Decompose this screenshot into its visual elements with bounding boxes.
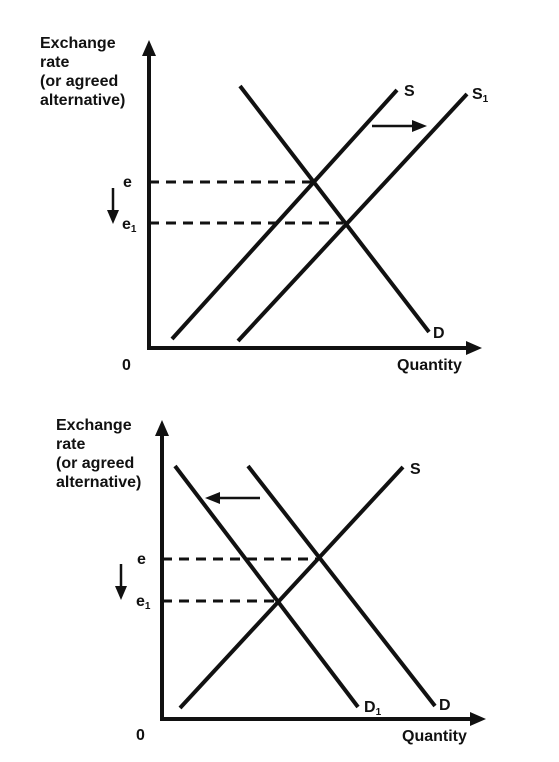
bottom-supply-curve-s [178, 465, 405, 710]
bottom-demand-label-d1-base: D [364, 699, 376, 716]
bottom-demand-label-d: D [439, 697, 451, 714]
top-supply-curve-s1 [236, 92, 469, 343]
top-y-axis-title-line-3: (or agreed [40, 73, 118, 90]
top-price-label-e1-base: e [122, 216, 131, 233]
top-supply-curve-s [170, 88, 399, 341]
bottom-demand-label-d1: D1 [364, 699, 382, 718]
top-y-axis-title-line-1: Exchange [40, 35, 116, 52]
bottom-price-label-e1-base: e [136, 593, 145, 610]
bottom-price-label-e: e [137, 551, 146, 568]
top-diagram: Exchange rate (or agreed alternative) 0 … [40, 35, 489, 374]
bottom-y-axis-title-line-4: alternative) [56, 474, 141, 491]
bottom-y-axis-title-line-2: rate [56, 436, 85, 453]
bottom-origin-label: 0 [136, 727, 145, 744]
bottom-demand-label-d1-sub: 1 [376, 707, 382, 718]
bottom-x-axis-arrowhead [470, 712, 486, 726]
top-price-label-e1: e1 [122, 216, 137, 235]
top-demand-curve-d [238, 84, 431, 334]
bottom-demand-curve-d [246, 464, 437, 708]
top-supply-label-s1-base: S [472, 86, 483, 103]
bottom-supply-label-s: S [410, 461, 421, 478]
bottom-y-axis-title-line-3: (or agreed [56, 455, 134, 472]
bottom-price-down-arrow-head [115, 586, 127, 600]
top-price-label-e: e [123, 174, 132, 191]
top-y-axis-title: Exchange rate (or agreed alternative) [40, 35, 125, 109]
top-supply-label-s1-sub: 1 [483, 94, 489, 105]
bottom-price-label-e1-sub: 1 [145, 601, 151, 612]
top-demand-label-d: D [433, 325, 445, 342]
top-price-down-arrow-head [107, 210, 119, 224]
top-origin-label: 0 [122, 357, 131, 374]
top-y-axis-title-line-2: rate [40, 54, 69, 71]
top-supply-label-s: S [404, 83, 415, 100]
bottom-price-label-e1: e1 [136, 593, 151, 612]
bottom-y-axis-title-line-1: Exchange [56, 417, 132, 434]
top-price-label-e1-sub: 1 [131, 224, 137, 235]
top-x-axis-title: Quantity [397, 357, 462, 374]
top-y-axis-arrowhead [142, 40, 156, 56]
bottom-diagram: Exchange rate (or agreed alternative) 0 … [56, 417, 486, 745]
top-shift-arrow-head [412, 120, 427, 132]
bottom-shift-arrow-head [205, 492, 220, 504]
bottom-y-axis-arrowhead [155, 420, 169, 436]
bottom-x-axis-title: Quantity [402, 728, 467, 745]
top-x-axis-arrowhead [466, 341, 482, 355]
top-supply-label-s1: S1 [472, 86, 489, 105]
bottom-demand-curve-d1 [173, 464, 360, 709]
top-y-axis-title-line-4: alternative) [40, 92, 125, 109]
bottom-y-axis-title: Exchange rate (or agreed alternative) [56, 417, 141, 491]
